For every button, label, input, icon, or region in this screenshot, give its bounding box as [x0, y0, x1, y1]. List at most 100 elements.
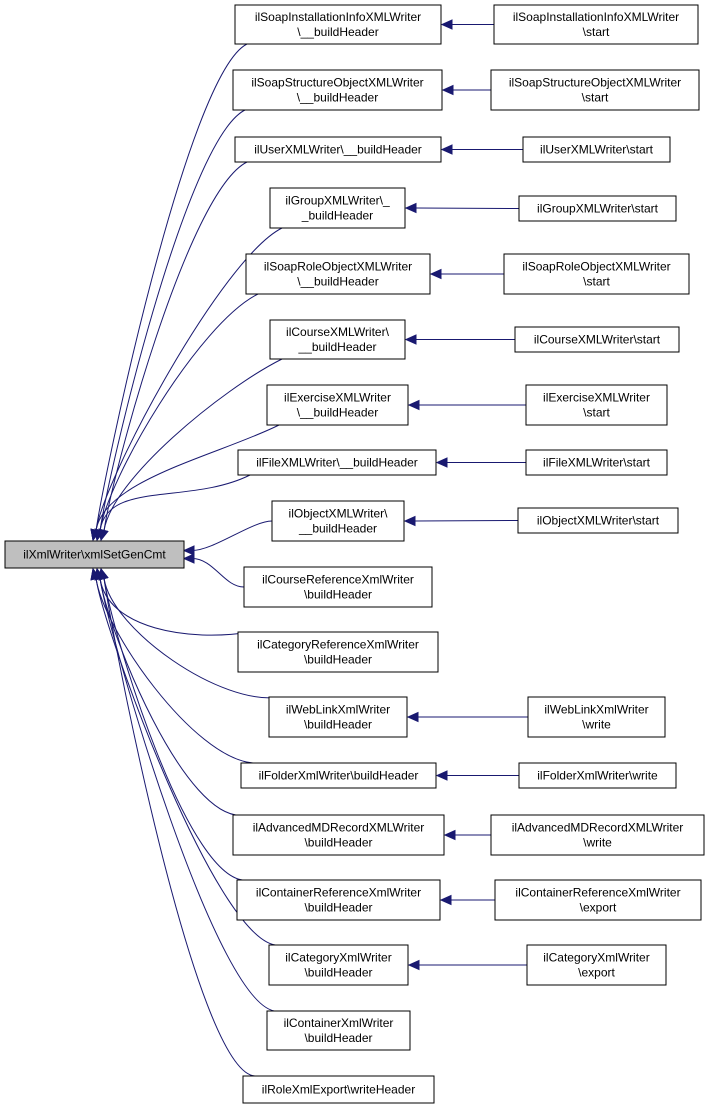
- caller-node[interactable]: ilExerciseXMLWriter\__buildHeader: [266, 384, 409, 426]
- root-node[interactable]: ilXmlWriter\xmlSetGenCmt: [4, 540, 185, 569]
- caller-of-caller-node[interactable]: ilSoapRoleObjectXMLWriter\start: [503, 253, 690, 295]
- caller-node[interactable]: ilUserXMLWriter\__buildHeader: [234, 136, 442, 163]
- caller-node-label: \buildHeader: [304, 966, 372, 980]
- caller-of-caller-node-label: ilObjectXMLWriter\start: [537, 514, 660, 528]
- caller-node-box: [266, 1010, 411, 1051]
- caller-node[interactable]: ilContainerXmlWriter\buildHeader: [266, 1010, 411, 1051]
- edge: [94, 567, 251, 636]
- caller-of-caller-node[interactable]: ilExerciseXMLWriter\start: [525, 384, 668, 426]
- caller-node-label: ilFileXMLWriter\__buildHeader: [256, 456, 418, 470]
- caller-node[interactable]: ilWebLinkXmlWriter\buildHeader: [268, 696, 408, 738]
- arrowhead: [435, 770, 448, 781]
- arrowhead: [407, 959, 420, 971]
- root-node-box: [4, 540, 185, 569]
- caller-node-label: \buildHeader: [304, 1031, 372, 1045]
- root-node-label: ilXmlWriter\xmlSetGenCmt: [23, 548, 166, 562]
- caller-node[interactable]: ilCategoryReferenceXmlWriter\buildHeader: [237, 631, 439, 673]
- caller-node-label: ilContainerXmlWriter: [284, 1016, 394, 1030]
- caller-of-caller-node-label: ilFileXMLWriter\start: [543, 456, 651, 470]
- edge: [429, 268, 504, 280]
- caller-of-caller-node-box: [490, 69, 700, 111]
- caller-of-caller-node-label: \write: [583, 836, 612, 850]
- caller-node-label: __buildHeader: [298, 522, 377, 536]
- arrowhead: [404, 334, 417, 345]
- edge: [404, 202, 520, 214]
- caller-of-caller-node-label: \start: [583, 406, 610, 420]
- caller-node[interactable]: ilSoapStructureObjectXMLWriter\__buildHe…: [232, 69, 443, 111]
- caller-of-caller-node-label: ilSoapStructureObjectXMLWriter: [509, 76, 681, 90]
- edge: [98, 161, 248, 542]
- caller-node-label: ilCourseReferenceXmlWriter: [262, 573, 414, 587]
- caller-node-box: [245, 253, 431, 295]
- caller-of-caller-node-box: [517, 507, 679, 534]
- caller-of-caller-node-label: \start: [582, 91, 609, 105]
- caller-of-caller-node-label: ilAdvancedMDRecordXMLWriter: [512, 821, 684, 835]
- caller-of-caller-node-label: ilGroupXMLWriter\start: [537, 202, 659, 216]
- caller-node[interactable]: ilRoleXmlExport\writeHeader: [242, 1075, 435, 1104]
- edge-c12-to-root: [103, 577, 282, 699]
- edge-c13-to-root: [95, 577, 254, 764]
- caller-node[interactable]: ilObjectXMLWriter\__buildHeader: [271, 500, 405, 542]
- arrowhead: [440, 19, 453, 30]
- caller-node[interactable]: ilFolderXmlWriter\buildHeader: [240, 762, 437, 789]
- caller-node-label: ilWebLinkXmlWriter: [286, 703, 390, 717]
- caller-of-caller-node-label: \export: [580, 901, 617, 915]
- caller-of-caller-node[interactable]: ilCourseXMLWriter\start: [514, 326, 680, 353]
- caller-node-box: [240, 762, 437, 789]
- caller-of-caller-node[interactable]: ilFileXMLWriter\start: [525, 449, 668, 476]
- caller-node[interactable]: ilCourseReferenceXmlWriter\buildHeader: [243, 566, 433, 608]
- caller-node[interactable]: ilCategoryXmlWriter\buildHeader: [268, 944, 409, 986]
- caller-node[interactable]: ilCourseXMLWriter\__buildHeader: [269, 319, 406, 360]
- edge: [182, 553, 245, 588]
- caller-of-caller-node-box: [526, 944, 667, 986]
- caller-of-caller-node-label: \start: [583, 275, 610, 289]
- caller-node-label: \buildHeader: [304, 901, 372, 915]
- caller-of-caller-node[interactable]: ilWebLinkXmlWriter\write: [527, 696, 666, 738]
- caller-node[interactable]: ilFileXMLWriter\__buildHeader: [237, 449, 437, 476]
- caller-node-label: ilUserXMLWriter\__buildHeader: [254, 143, 422, 157]
- caller-node-label: ilRoleXmlExport\writeHeader: [262, 1083, 415, 1097]
- caller-of-caller-node[interactable]: ilContainerReferenceXmlWriter\export: [494, 879, 702, 921]
- caller-of-caller-node[interactable]: ilUserXMLWriter\start: [522, 136, 671, 163]
- caller-node[interactable]: ilGroupXMLWriter\__buildHeader: [269, 187, 406, 229]
- edge: [98, 567, 256, 1077]
- caller-node-label: \buildHeader: [304, 588, 372, 602]
- edge-c8-to-root: [99, 474, 251, 532]
- caller-of-caller-node[interactable]: ilSoapInstallationInfoXMLWriter\start: [493, 4, 699, 45]
- caller-node-label: ilGroupXMLWriter\_: [285, 194, 390, 208]
- caller-of-caller-node-box: [490, 814, 705, 856]
- arrowhead: [403, 515, 416, 527]
- edge-c10-to-root: [191, 558, 245, 588]
- edge-c18-to-root: [103, 577, 256, 1077]
- edge-c14-to-root: [99, 577, 246, 816]
- edge-c5-to-root: [99, 293, 259, 532]
- edge-c15-to-root: [103, 577, 250, 881]
- caller-node[interactable]: ilAdvancedMDRecordXMLWriter\buildHeader: [232, 814, 445, 856]
- caller-of-caller-node[interactable]: ilFolderXmlWriter\write: [518, 762, 677, 789]
- caller-node-box: [242, 1075, 435, 1104]
- caller-of-caller-node[interactable]: ilAdvancedMDRecordXMLWriter\write: [490, 814, 705, 856]
- caller-node-label: _buildHeader: [301, 209, 373, 223]
- edge: [90, 43, 248, 542]
- caller-node-label: ilSoapStructureObjectXMLWriter: [251, 76, 423, 90]
- edge: [435, 770, 519, 781]
- caller-of-caller-node-box: [514, 326, 680, 353]
- caller-of-caller-node-label: ilCourseXMLWriter\start: [534, 333, 661, 347]
- edge-c4s-to-c4: [415, 207, 520, 209]
- caller-of-caller-node-box: [503, 253, 690, 295]
- arrowhead: [407, 399, 420, 411]
- caller-node[interactable]: ilSoapInstallationInfoXMLWriter\__buildH…: [234, 4, 442, 45]
- edge: [441, 84, 491, 96]
- caller-node[interactable]: ilContainerReferenceXmlWriter\buildHeade…: [236, 879, 441, 921]
- caller-of-caller-node-box: [518, 762, 677, 789]
- caller-node-label: ilObjectXMLWriter\: [289, 507, 389, 521]
- caller-of-caller-node-label: ilSoapRoleObjectXMLWriter: [522, 260, 670, 274]
- caller-node[interactable]: ilSoapRoleObjectXMLWriter\__buildHeader: [245, 253, 431, 295]
- caller-of-caller-node[interactable]: ilSoapStructureObjectXMLWriter\start: [490, 69, 700, 111]
- caller-of-caller-node[interactable]: ilObjectXMLWriter\start: [517, 507, 679, 534]
- caller-of-caller-node[interactable]: ilGroupXMLWriter\start: [518, 195, 677, 222]
- edge: [407, 959, 527, 971]
- arrowhead: [440, 144, 453, 155]
- caller-of-caller-node[interactable]: ilCategoryXmlWriter\export: [526, 944, 667, 986]
